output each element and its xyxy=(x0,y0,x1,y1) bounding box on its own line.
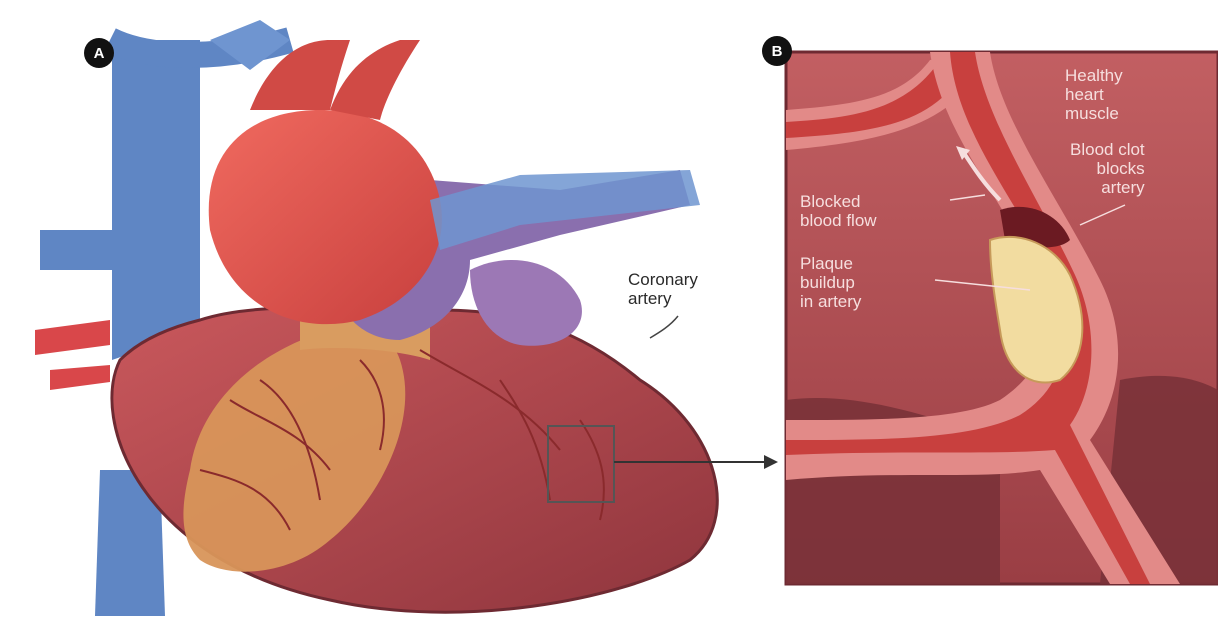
aorta xyxy=(209,110,442,324)
panel-b-inset xyxy=(786,52,1218,584)
vein-branch-left xyxy=(40,230,130,270)
artery-branch-left-1 xyxy=(35,320,110,355)
label-coronary-artery: Coronary artery xyxy=(628,270,698,308)
artery-branch-left-2 xyxy=(50,365,110,390)
label-plaque-buildup: Plaque buildup in artery xyxy=(800,254,861,311)
label-blocked-blood-flow: Blocked blood flow xyxy=(800,192,877,230)
panel-b-badge: B xyxy=(762,36,792,66)
callout-arrowhead xyxy=(764,455,778,469)
label-healthy-heart-muscle: Healthy heart muscle xyxy=(1065,66,1123,123)
label-blood-clot: Blood clot blocks artery xyxy=(1070,140,1145,197)
vena-cava xyxy=(112,40,200,360)
panel-a-badge: A xyxy=(84,38,114,68)
coronary-leader xyxy=(650,316,678,338)
panel-a-heart xyxy=(35,20,778,616)
